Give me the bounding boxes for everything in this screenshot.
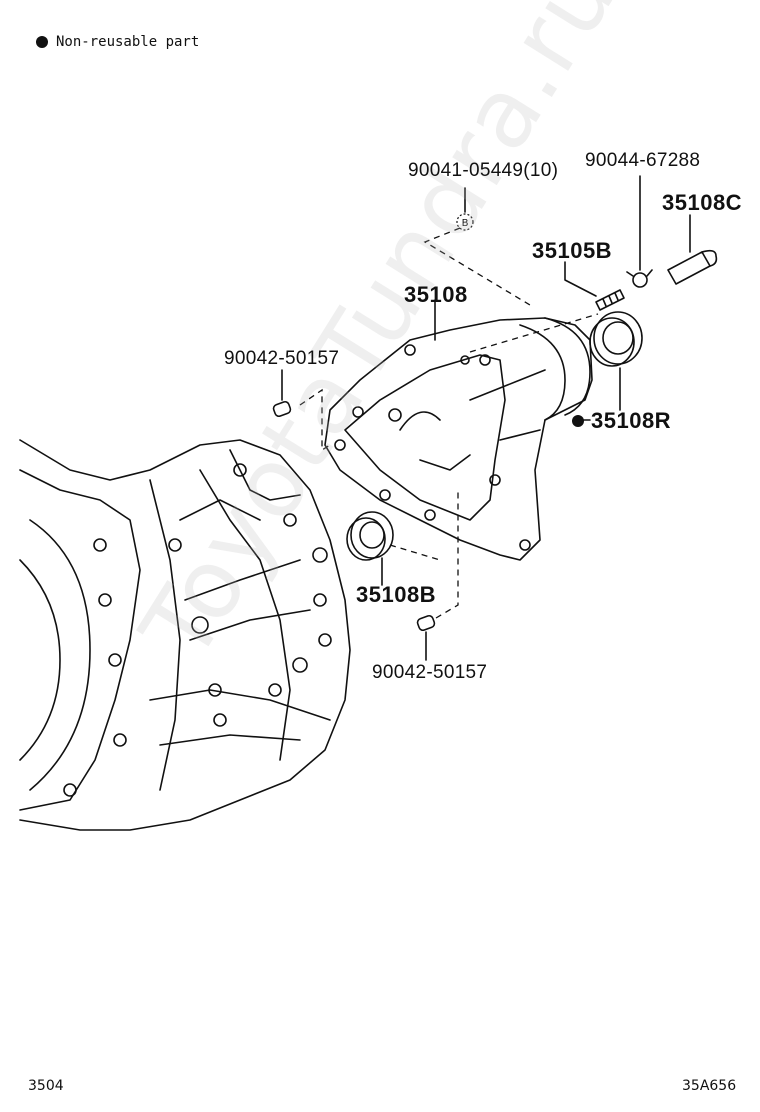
footer-page-code: 3504 <box>28 1078 64 1094</box>
pin-lower-dashed-line <box>435 490 459 619</box>
transfer-adapter-housing <box>324 317 593 561</box>
breather-hose <box>667 249 718 285</box>
non-reusable-dot <box>572 415 584 427</box>
bolt-reference-marker: B <box>456 213 474 231</box>
reference-mark-text: B <box>462 218 469 229</box>
hose-clip <box>626 269 653 288</box>
seal-front-dashed-line <box>389 544 441 561</box>
footer-illustration-code: 35A656 <box>682 1078 737 1094</box>
callout-clip: 90044-67288 <box>585 150 701 171</box>
callout-dowel-pin-upper: 90042-50157 <box>224 348 340 369</box>
bolt-ref-dashed-line <box>423 227 531 306</box>
callout-dowel-pin-lower: 90042-50157 <box>372 662 488 683</box>
transmission-bolt-holes <box>63 463 332 797</box>
callout-oil-seal-rear: 35108R <box>591 408 672 433</box>
legend-text: Non-reusable part <box>56 34 200 50</box>
non-reusable-icon <box>36 36 48 48</box>
dowel-pin-upper <box>272 400 292 418</box>
seal-alignment-dashed-line <box>469 313 599 353</box>
pin-upper-dashed-line <box>299 388 331 452</box>
callout-hose: 35108C <box>662 190 743 215</box>
legend: Non-reusable part <box>36 34 199 50</box>
callout-breather-plug: 35105B <box>532 238 613 263</box>
transmission-case-outline <box>19 439 351 831</box>
callout-oil-seal-front: 35108B <box>356 582 437 607</box>
breather-plug <box>595 289 625 311</box>
oil-seal-rear <box>589 311 643 367</box>
callout-bolt: 90041-05449(10) <box>408 160 559 181</box>
callout-adapter-housing: 35108 <box>404 282 468 307</box>
dowel-pin-lower <box>416 614 436 632</box>
oil-seal-front <box>346 511 394 561</box>
